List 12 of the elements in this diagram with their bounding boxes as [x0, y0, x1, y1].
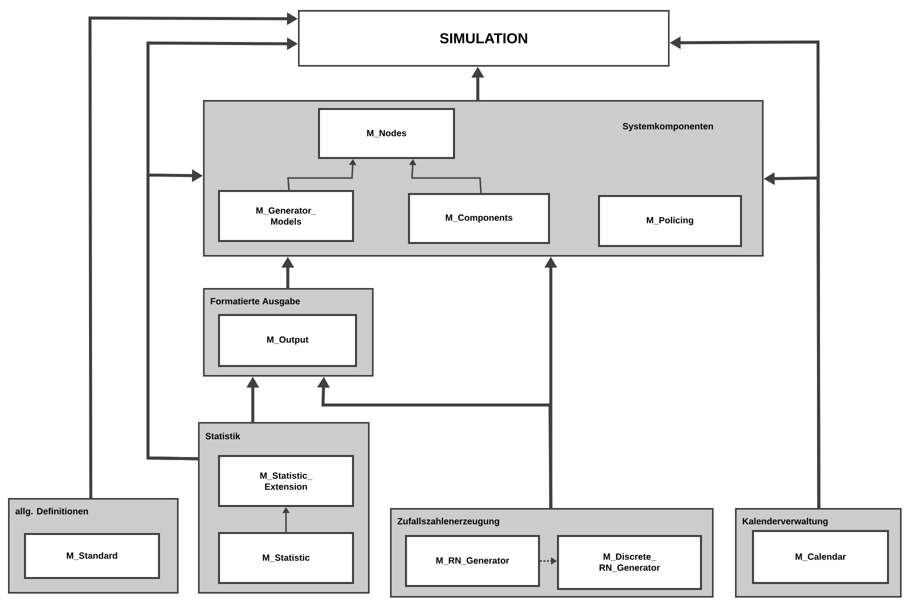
- module-box: M_Statistic_ Extension: [218, 455, 354, 507]
- module-box: M_Discrete_ RN_Generator: [557, 535, 702, 590]
- module-box: M_Statistic: [218, 532, 354, 584]
- module-box: M_Output: [218, 314, 357, 367]
- module-box: M_RN_Generator: [405, 535, 540, 587]
- module-box: M_Calendar: [752, 530, 889, 584]
- title-box: SIMULATION: [298, 10, 670, 67]
- module-box: M_Generator_ Models: [218, 190, 354, 242]
- module-box: M_Nodes: [318, 108, 455, 159]
- module-box: M_Components: [408, 193, 550, 244]
- module-box: M_Policing: [598, 195, 742, 247]
- module-box: M_Standard: [24, 533, 160, 579]
